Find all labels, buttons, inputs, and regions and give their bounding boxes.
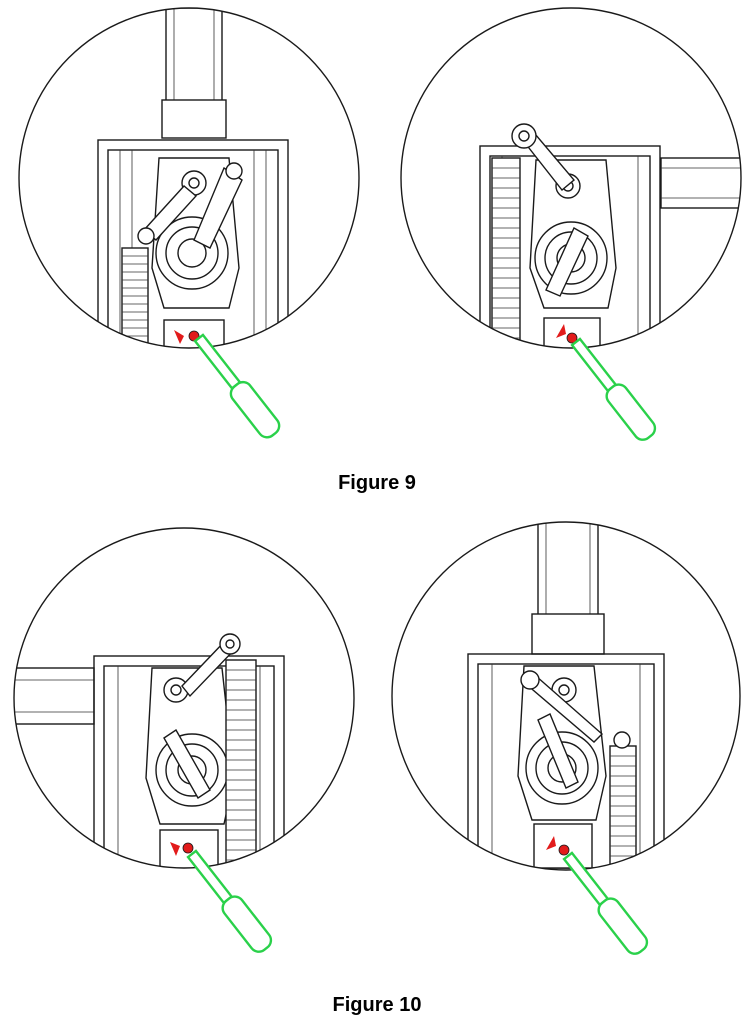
figure10-right-illustration bbox=[388, 520, 741, 970]
figure9-left-illustration bbox=[14, 7, 360, 448]
figure9-right-illustration bbox=[396, 7, 746, 448]
figure10-left-illustration bbox=[13, 527, 355, 968]
figure10-caption: Figure 10 bbox=[332, 994, 422, 1016]
figure9-caption: Figure 9 bbox=[338, 472, 416, 494]
